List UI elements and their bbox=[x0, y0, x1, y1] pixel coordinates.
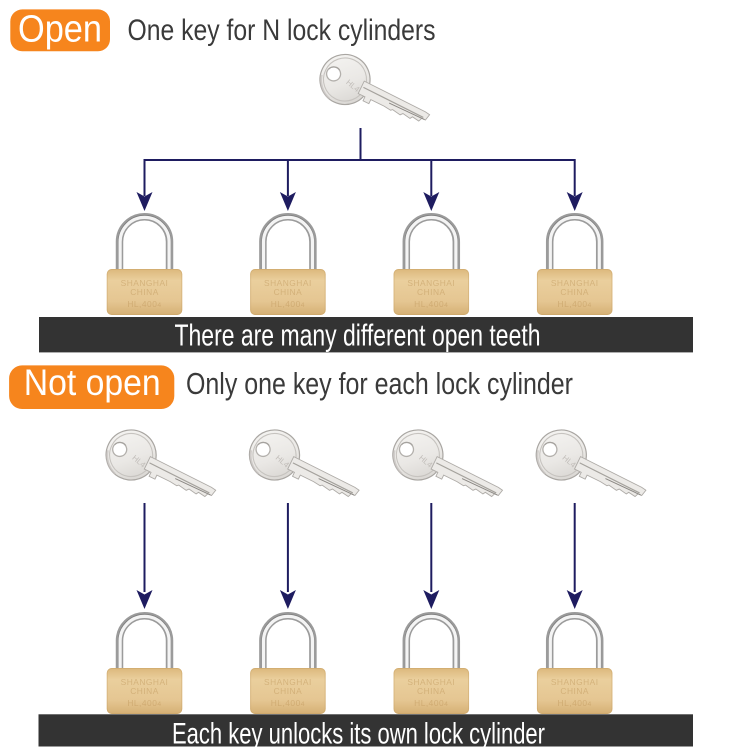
svg-text:Each key unlocks its own lock: Each key unlocks its own lock cylinder bbox=[172, 718, 545, 750]
svg-text:Not open: Not open bbox=[24, 362, 161, 403]
svg-text:Only one key for each lock cyl: Only one key for each lock cylinder bbox=[186, 368, 573, 401]
svg-text:There are many different open: There are many different open teeth bbox=[175, 319, 541, 353]
svg-text:Open: Open bbox=[18, 9, 102, 51]
svg-text:One key for N lock cylinders: One key for N lock cylinders bbox=[128, 14, 436, 47]
